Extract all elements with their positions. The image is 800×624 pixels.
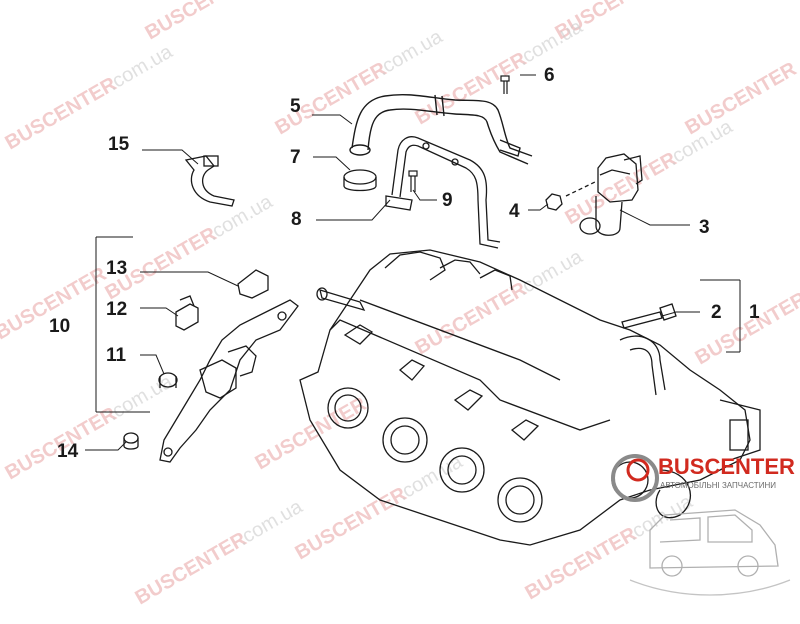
watermark-domain: .com.ua xyxy=(104,370,177,425)
logo-name: BUSCENTER xyxy=(658,454,795,479)
watermark-brand: BUSCENTER xyxy=(2,73,121,155)
logo-inner-ring xyxy=(626,458,650,482)
watermark-domain: .com.ua xyxy=(514,15,587,70)
callout-4: 4 xyxy=(509,201,520,222)
callout-1: 1 xyxy=(749,302,760,323)
callout-2: 2 xyxy=(711,302,722,323)
group-10-bracket-lines xyxy=(95,236,150,413)
watermark-brand: BUSCENTER xyxy=(412,48,531,130)
part-15-clip xyxy=(184,155,235,207)
part-6-screw xyxy=(500,75,510,94)
part-3-valve xyxy=(565,153,643,236)
callout-labels: 1 2 3 4 5 6 7 8 9 10 11 12 13 14 15 xyxy=(49,65,760,462)
callout-12: 12 xyxy=(106,299,127,320)
callout-5: 5 xyxy=(290,96,301,117)
callout-7: 7 xyxy=(290,147,301,168)
logo-tagline: АВТОМОБІЛЬНІ ЗАПЧАСТИНИ xyxy=(660,481,776,490)
watermark-domain: .com.ua xyxy=(514,245,587,300)
part-2-bolt xyxy=(621,303,677,329)
watermark-domain: .com.ua xyxy=(374,25,447,80)
watermark-brand: BUSCENTER xyxy=(252,393,371,475)
part-14-plug xyxy=(123,432,139,450)
part-9-bolt xyxy=(408,170,418,192)
callout-11: 11 xyxy=(106,345,127,366)
leader-lines xyxy=(85,74,700,451)
callout-6: 6 xyxy=(544,65,555,86)
part-4-nut xyxy=(545,193,563,211)
watermark-brand: BUSCENTER xyxy=(132,528,251,610)
callout-8: 8 xyxy=(291,209,302,230)
watermark-brand: BUSCENTER xyxy=(142,0,261,44)
callout-3: 3 xyxy=(699,217,710,238)
part-10-bracket xyxy=(159,299,299,463)
callout-10: 10 xyxy=(49,316,70,337)
part-7-clamp xyxy=(343,169,377,192)
watermark-domain: .com.ua xyxy=(394,450,467,505)
buscenter-logo: BUSCENTER АВТОМОБІЛЬНІ ЗАПЧАСТИНИ xyxy=(611,454,795,596)
part-12-clip xyxy=(175,295,199,331)
part-11-fitting xyxy=(158,372,178,388)
callout-9: 9 xyxy=(442,190,453,211)
part-1-intake-manifold xyxy=(299,249,761,546)
callout-13: 13 xyxy=(106,258,127,279)
watermark-brand: BUSCENTER xyxy=(412,278,531,360)
watermark-domain: .com.ua xyxy=(104,40,177,95)
logo-van-icon xyxy=(629,509,791,596)
part-8-tube xyxy=(385,136,501,249)
watermark-brand: BUSCENTER xyxy=(692,288,800,370)
part-13-clip xyxy=(237,269,269,299)
callout-14: 14 xyxy=(57,441,79,462)
watermark-brand: BUSCENTER xyxy=(682,58,800,140)
watermark-brand: BUSCENTER xyxy=(292,483,411,565)
part-5-hose xyxy=(349,93,533,165)
watermark-domain: .com.ua xyxy=(204,190,277,245)
watermark-brand: BUSCENTER xyxy=(522,523,641,605)
group-1-bracket-lines xyxy=(700,279,741,353)
logo-ring xyxy=(611,454,659,502)
callout-15: 15 xyxy=(108,134,130,155)
